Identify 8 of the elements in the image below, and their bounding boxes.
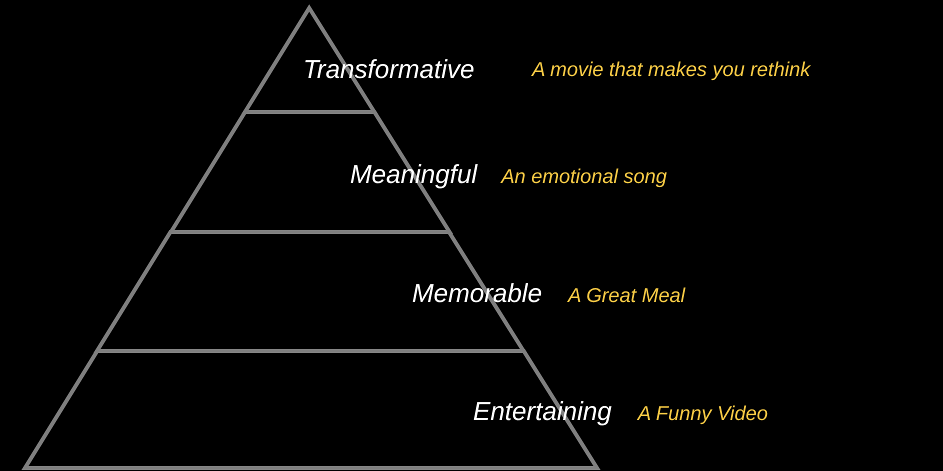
example-text: A movie that makes you rethink: [532, 58, 810, 83]
tier-label: Memorable: [412, 277, 542, 309]
tier-label: Meaningful: [350, 158, 478, 190]
tier-label: Transformative: [302, 53, 474, 85]
example-text: A Great Meal: [568, 284, 686, 309]
tier-label: Entertaining: [473, 395, 612, 427]
example-text: A Funny Video: [638, 402, 768, 427]
example-text: An emotional song: [501, 165, 667, 190]
